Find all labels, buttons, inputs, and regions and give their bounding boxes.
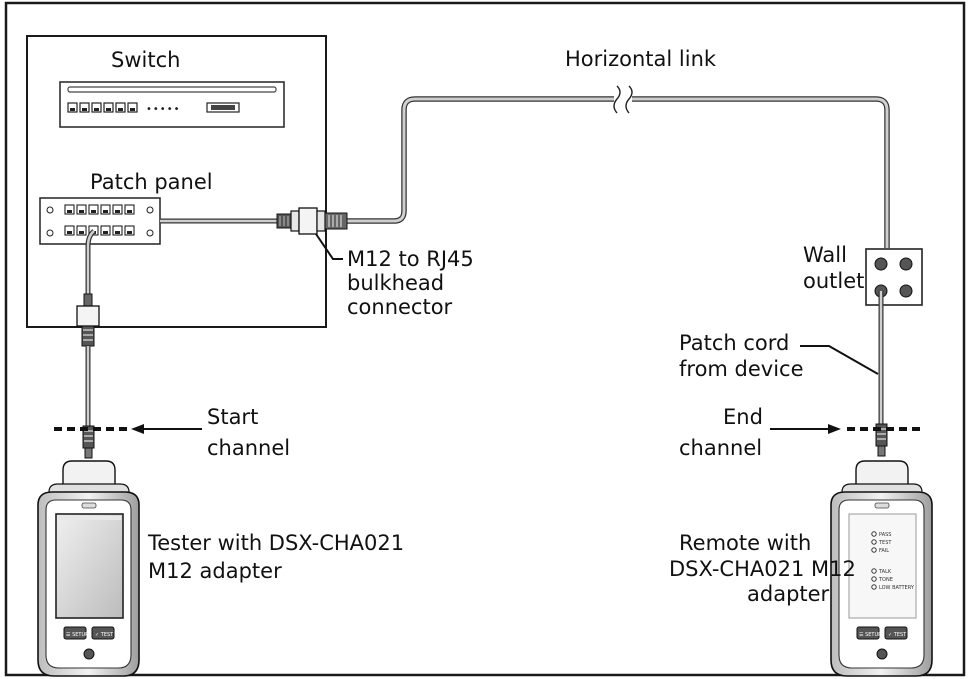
start-channel-arrowhead <box>131 424 144 434</box>
patch-cord-label-line1: Patch cord <box>679 331 789 355</box>
patch-cord-label-line2: from device <box>679 357 804 381</box>
remote-device <box>830 460 933 677</box>
bulkhead-label-line3: connector <box>347 295 453 319</box>
remote-indicator-talk: TALK <box>878 569 892 575</box>
remote-indicator-pass: PASS <box>879 532 891 538</box>
patch-panel <box>39 197 161 245</box>
wall-outlet-label-line1: Wall <box>803 243 847 267</box>
horizontal-link-label: Horizontal link <box>565 47 717 71</box>
end-label-line2: channel <box>679 436 762 460</box>
horizontal-link-cable <box>346 85 890 248</box>
remote-label-line3: adapter <box>747 582 830 606</box>
remote-label-line1: Remote with <box>679 531 811 555</box>
outer-frame <box>4 1 966 677</box>
rack-box <box>26 35 327 328</box>
tester-patch-cable <box>76 229 100 459</box>
patch-cord-leader <box>800 345 879 375</box>
tester-test-button: ✓ TEST <box>95 632 114 638</box>
bulkhead-leader <box>315 233 343 260</box>
device-patch-cord <box>875 291 888 457</box>
tester-label-line2: M12 adapter <box>148 559 282 583</box>
end-channel-arrowhead <box>828 424 841 434</box>
tester-setup-button: ☰ SETUP <box>66 632 88 638</box>
remote-label-line2: DSX-CHA021 M12 <box>669 557 856 581</box>
bulkhead-label-line2: bulkhead <box>347 271 444 295</box>
switch-label: Switch <box>111 48 180 72</box>
remote-setup-button: ☰ SETUP <box>859 632 881 638</box>
switch-device: ••••• <box>59 81 285 128</box>
remote-indicator-tone: TONE <box>878 577 893 583</box>
remote-indicator-low-battery: LOW BATTERY <box>879 585 915 591</box>
patch-panel-label: Patch panel <box>90 170 213 194</box>
bulkhead-connector <box>276 207 348 235</box>
bulkhead-label-line1: M12 to RJ45 <box>347 247 474 271</box>
remote-test-button: ✓ TEST <box>888 632 907 638</box>
remote-indicator-fail: FAIL <box>879 548 889 554</box>
start-label-line2: channel <box>207 436 290 460</box>
wall-outlet <box>865 248 923 306</box>
end-label-line1: End <box>723 405 763 429</box>
tester-device <box>37 460 140 677</box>
wall-outlet-label-line2: outlet <box>803 269 864 293</box>
start-label-line1: Start <box>207 405 258 429</box>
remote-indicator-test: TEST <box>878 540 892 546</box>
switch-dots: ••••• <box>146 104 181 115</box>
tester-label-line1: Tester with DSX-CHA021 <box>147 531 404 555</box>
